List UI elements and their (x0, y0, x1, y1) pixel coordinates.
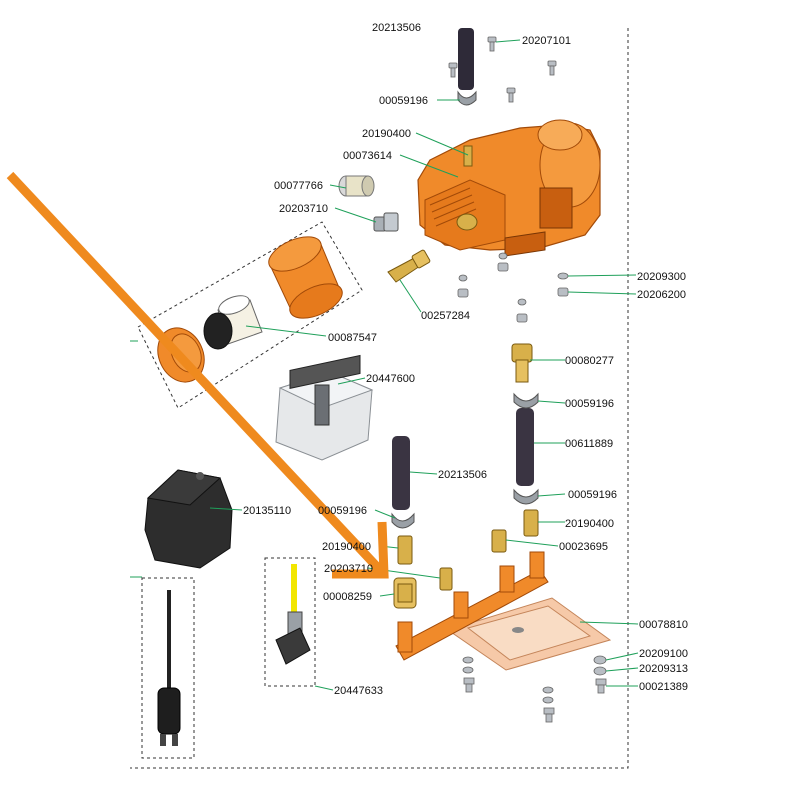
label-00008259: 00008259 (323, 591, 372, 603)
hose-top (458, 28, 474, 90)
label-00059196-b: 00059196 (565, 398, 614, 410)
label-20209100: 20209100 (639, 648, 688, 660)
clamp-right-top (513, 392, 539, 409)
label-00087547: 00087547 (328, 332, 377, 344)
label-20213506-top: 20213506 (372, 22, 421, 34)
label-20206200: 20206200 (637, 289, 686, 301)
hose-middle (392, 436, 410, 510)
screws-top (448, 36, 557, 103)
filter-housing (268, 236, 343, 319)
label-00078810: 00078810 (639, 619, 688, 631)
fitting-nipple (373, 212, 399, 232)
label-20213506-b: 20213506 (438, 469, 487, 481)
label-00257284: 00257284 (421, 310, 470, 322)
bottom-screws (462, 655, 607, 723)
filter-cap (338, 175, 375, 197)
filter-cartridge (203, 295, 263, 350)
label-20203710-b: 20203710 (324, 563, 373, 575)
label-00021389: 00021389 (639, 681, 688, 693)
label-20190400-b: 20190400 (565, 518, 614, 530)
base-plate (446, 597, 612, 671)
filter-group-box (137, 221, 363, 409)
pressure-switch (275, 354, 374, 461)
label-00023695: 00023695 (559, 541, 608, 553)
brass-hose-tail (387, 249, 431, 283)
manifold-bar (395, 551, 549, 661)
label-00077766: 00077766 (274, 180, 323, 192)
label-00059196-a: 00059196 (379, 95, 428, 107)
motor-protector (144, 469, 233, 569)
power-plug-cable (157, 590, 181, 746)
clamp-right-bottom (513, 488, 539, 505)
small-nuts-right (457, 252, 569, 323)
label-00059196-d: 00059196 (318, 505, 367, 517)
check-valve (393, 577, 417, 609)
label-20209300: 20209300 (637, 271, 686, 283)
label-20447600: 20447600 (366, 373, 415, 385)
hose-right (516, 408, 534, 486)
label-00059196-c: 00059196 (568, 489, 617, 501)
part-number-labels: 20213506 20207101 00059196 20190400 0007… (243, 22, 688, 697)
label-20203710-a: 20203710 (279, 203, 328, 215)
highlight-arrow (6, 171, 389, 579)
label-20447633: 20447633 (334, 685, 383, 697)
label-00073614: 00073614 (343, 150, 392, 162)
connector-cable (275, 564, 311, 665)
label-20135110: 20135110 (243, 505, 291, 517)
clamp-middle (391, 512, 415, 529)
label-20190400-a: 20190400 (362, 128, 411, 140)
clamp-top (457, 90, 477, 106)
connector-group-box (264, 557, 316, 687)
label-20209313: 20209313 (639, 663, 688, 675)
label-00080277: 00080277 (565, 355, 614, 367)
plug-group-box (141, 577, 195, 759)
brass-fittings-lower (397, 509, 539, 591)
label-20207101: 20207101 (522, 35, 571, 47)
label-20190400-c: 20190400 (322, 541, 371, 553)
brass-valve (511, 343, 533, 383)
pump-motor (417, 119, 601, 257)
label-00611889: 00611889 (565, 438, 613, 450)
